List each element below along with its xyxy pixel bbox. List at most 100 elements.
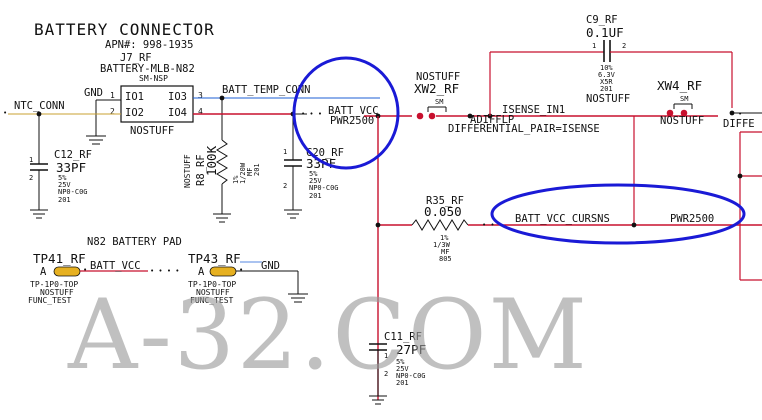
j7-gnd-wire <box>86 99 121 145</box>
net-batt-vcc: BATT_VCC <box>328 105 379 117</box>
net-batt-temp-conn: BATT_TEMP_CONN <box>222 84 311 96</box>
c11-spec-tol: 5% <box>396 358 405 366</box>
j7-pin4: 4 <box>198 107 203 116</box>
xw4-ref: XW4_RF <box>657 78 702 93</box>
xw4-nostuff: NOSTUFF <box>660 115 704 127</box>
c11-pin1: 1 <box>384 352 388 360</box>
junction-r35-right <box>631 222 637 228</box>
c12-ref: C12_RF <box>54 149 92 161</box>
c11-ref: C11_RF <box>384 331 422 343</box>
j7-io2: IO2 <box>125 107 144 119</box>
c9-pin2: 2 <box>622 42 626 50</box>
j7-pin2: 2 <box>110 107 115 116</box>
j7-ref: J7_RF <box>120 52 152 64</box>
c11-pin2: 2 <box>384 370 388 378</box>
net-pad-batt-vcc: BATT_VCC <box>90 260 141 272</box>
pad-gnd-symbol <box>288 271 308 303</box>
resistor-r8 <box>213 98 231 223</box>
r8-spec-size: 201 <box>253 163 261 176</box>
c9-pin1: 1 <box>592 42 596 50</box>
r35-spec-tol: 1% <box>440 234 449 242</box>
net-ntc-conn: NTC_CONN <box>14 100 65 112</box>
pad-title: N82 BATTERY PAD <box>87 236 182 248</box>
net-isense-in1: ISENSE_IN1 <box>502 104 565 116</box>
r8-spec-type: MF <box>246 168 254 176</box>
j7-pin3: 3 <box>198 91 203 100</box>
right-arrow: • <box>738 110 742 118</box>
xw2-type: SM <box>435 98 443 106</box>
title-battery-connector: BATTERY CONNECTOR <box>34 20 215 39</box>
c9-spec-volt: 6.3V <box>598 71 616 79</box>
shunt-xw4 <box>666 103 693 117</box>
tp43-func: FUNC_TEST <box>190 296 234 305</box>
tp41-nostuff: NOSTUFF <box>40 288 74 297</box>
c9-ref: C9_RF <box>586 14 618 26</box>
j7-nostuff: NOSTUFF <box>130 125 174 137</box>
j7-body <box>120 85 194 123</box>
apn-label: APN#: 998-1935 <box>105 39 194 51</box>
junction-r35-left <box>375 222 381 228</box>
tp41-func: FUNC_TEST <box>28 296 72 305</box>
annotation-ellipse-cursns <box>490 183 746 245</box>
j7-gnd-label: GND <box>84 87 103 99</box>
c20-spec-size: 201 <box>309 192 322 200</box>
c9-nostuff: NOSTUFF <box>586 93 630 105</box>
junction-isense-a <box>467 113 473 119</box>
c20-pin2: 2 <box>283 182 287 190</box>
shunt-xw2 <box>416 106 447 120</box>
right-edge-traces <box>739 131 762 281</box>
tp43-ref: TP43_RF <box>188 251 241 266</box>
r35-ref: R35_RF <box>426 195 464 207</box>
c20-value: 33PF <box>306 156 336 171</box>
resistor-r35 <box>378 219 762 231</box>
j7-io3: IO3 <box>168 91 187 103</box>
c11-spec-volt: 25V <box>396 365 409 373</box>
tp43-part: TP-1P0-TOP <box>188 280 236 289</box>
capacitor-c12 <box>30 114 48 219</box>
capacitor-c20 <box>284 114 302 219</box>
r35-spec-type: MF <box>441 248 449 256</box>
pad-arrow-a: • <box>83 266 87 274</box>
net-pwr2500-b: PWR2500 <box>670 213 714 225</box>
ntc-arrow: • <box>3 109 7 117</box>
tp41-part: TP-1P0-TOP <box>30 280 78 289</box>
net-pad-gnd: GND <box>261 260 280 272</box>
j7-io4: IO4 <box>168 107 187 119</box>
j7-io1: IO1 <box>125 91 144 103</box>
c11-value: 27PF <box>396 342 426 357</box>
c20-spec-tol: 5% <box>309 170 318 178</box>
junction-right-mid <box>737 173 743 179</box>
xw4-type: SM <box>680 95 688 103</box>
c9-spec-tol: 10% <box>600 64 613 72</box>
net-diff-pair: DIFFERENTIAL_PAIR=ISENSE <box>448 123 600 135</box>
j7-pin1: 1 <box>110 91 115 100</box>
c12-spec-volt: 25V <box>58 181 71 189</box>
r35-spec-power: 1/3W <box>433 241 451 249</box>
j7-footprint: SM-NSP <box>139 74 168 83</box>
connector-j7: J7_RF BATTERY-MLB-N82 SM-NSP IO1 IO2 IO3… <box>84 52 203 137</box>
c20-spec-diel: NP0-C0G <box>309 184 339 192</box>
r8-ref: R8_RF <box>195 154 207 186</box>
capacitor-c11 <box>369 343 387 405</box>
r8-spec-power: 1/20W <box>239 162 247 184</box>
tp43-pad <box>209 266 237 277</box>
c9-spec-size: 201 <box>600 85 613 93</box>
c12-spec-size: 201 <box>58 196 71 204</box>
r8-spec-tol: 1% <box>232 175 240 184</box>
tp41-ref: TP41_RF <box>33 251 86 266</box>
r8-nostuff: NOSTUFF <box>183 154 192 188</box>
tp43-pin: A <box>198 266 205 278</box>
xw2-ref: XW2_RF <box>414 81 459 96</box>
annotation-circle-batt-vcc <box>292 56 400 170</box>
c12-pin1: 1 <box>29 156 33 164</box>
c20-spec-volt: 25V <box>309 177 322 185</box>
net-diffe-cut: DIFFE <box>723 118 755 130</box>
tp41-pad <box>53 266 81 277</box>
c11-spec-size: 201 <box>396 379 409 387</box>
c9-value: 0.1UF <box>586 25 624 40</box>
c12-spec-diel: NP0-C0G <box>58 188 88 196</box>
c20-pin1: 1 <box>283 148 287 156</box>
xw2-nostuff: NOSTUFF <box>416 71 460 83</box>
j7-part: BATTERY-MLB-N82 <box>100 63 195 75</box>
